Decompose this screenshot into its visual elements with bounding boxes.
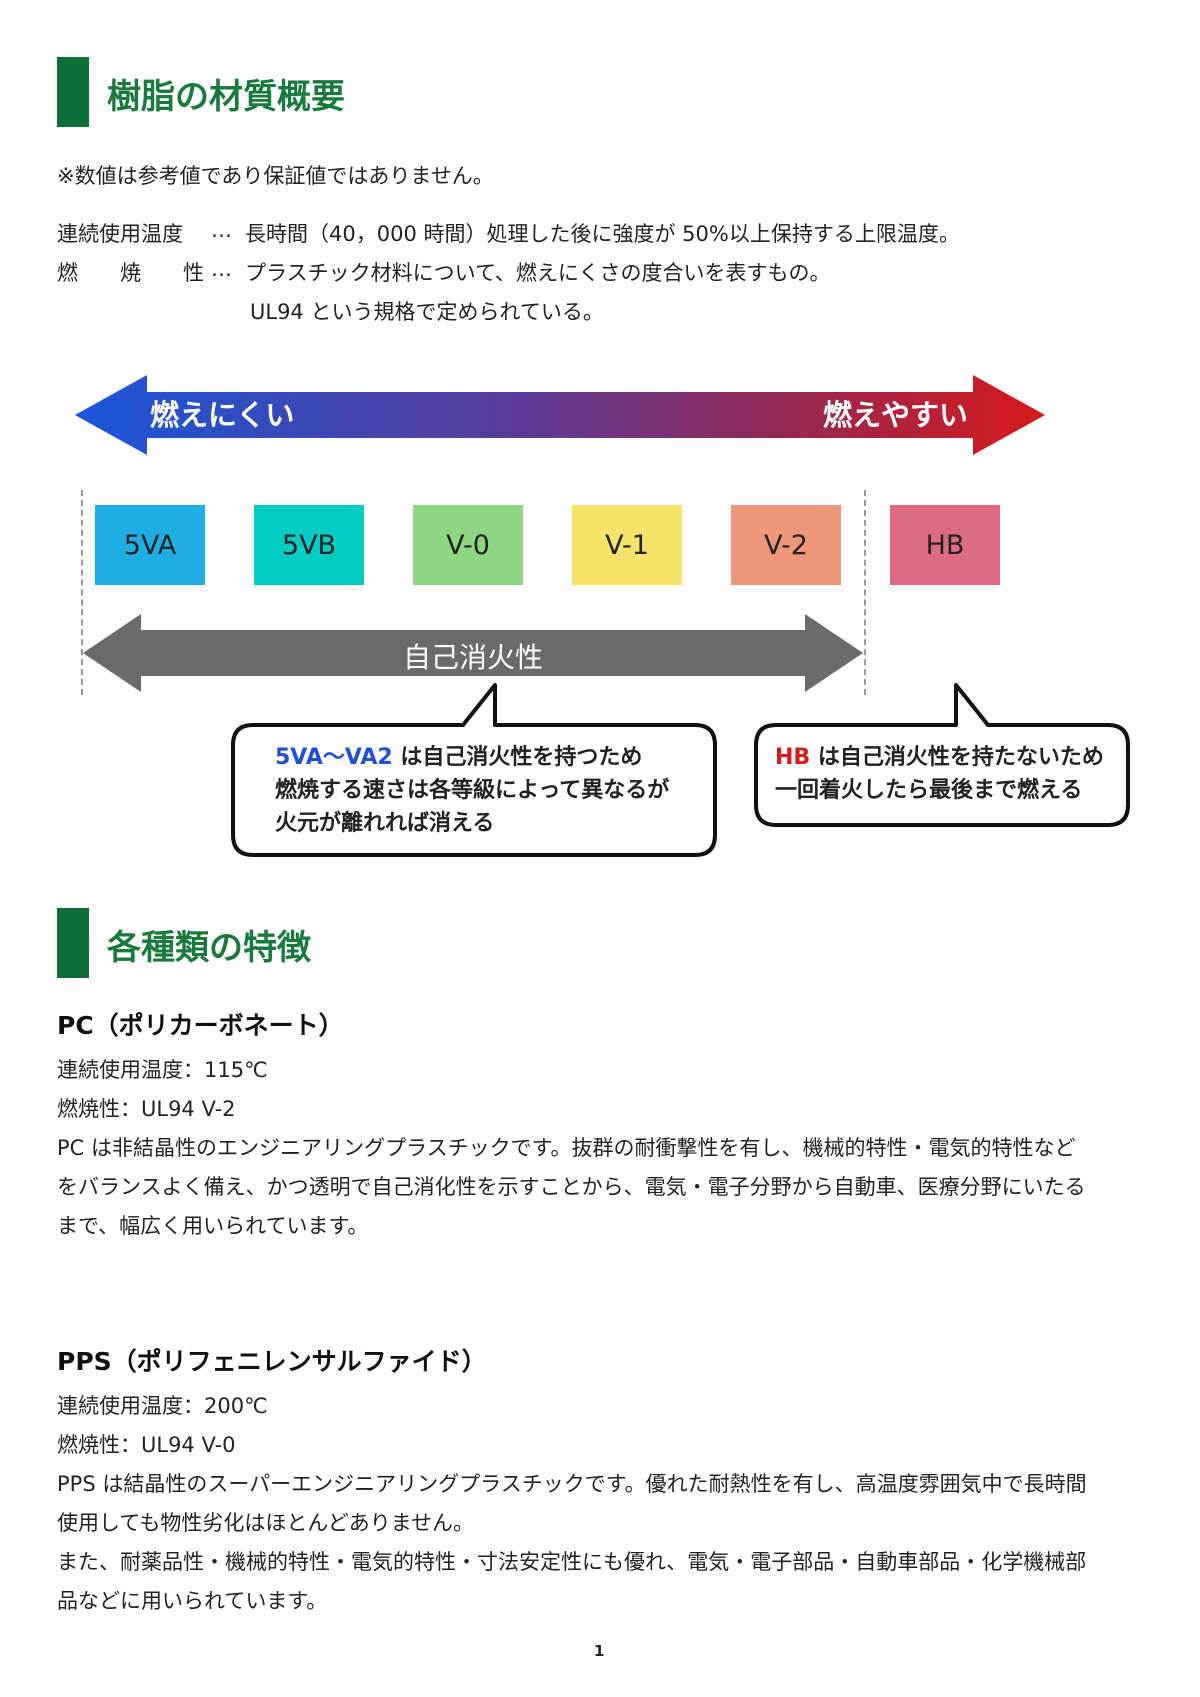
bubble-left-text: 5VA～VA2 は自己消火性を持つため 燃焼する速さは各等級によって異なるが 火…	[275, 741, 669, 840]
bubble-left-highlight: 5VA～VA2	[275, 745, 393, 770]
bubble-left-shape	[231, 683, 717, 857]
product-line: PC は非結晶性のエンジニアリングプラスチックです。抜群の耐衝撃性を有し、機械的…	[57, 1136, 1076, 1160]
grade-box-v0: V-0	[413, 505, 523, 585]
grade-box-v2: V-2	[731, 505, 841, 585]
product-name-pps: PPS（ポリフェニレンサルファイド）	[57, 1347, 487, 1376]
product-line: 連続使用温度：115℃	[57, 1058, 268, 1082]
arrow-label-easy-to-burn: 燃えやすい	[823, 398, 969, 432]
page-number: 1	[594, 1642, 605, 1660]
product-line: 品などに用いられています。	[57, 1589, 328, 1613]
grade-label: 5VB	[281, 529, 337, 561]
self-extinguish-range-arrow	[83, 614, 863, 692]
product-line: 燃焼性：UL94 V-2	[57, 1097, 236, 1121]
bubble-left-line-3: 火元が離れれば消える	[275, 811, 495, 836]
section-accent-bar	[57, 57, 89, 127]
bubble-right-line1-rest: は自己消火性を持たないため	[810, 745, 1104, 770]
definition-term: 燃 焼 性	[57, 261, 204, 285]
grade-box-v1: V-1	[572, 505, 682, 585]
product-line: 連続使用温度：200℃	[57, 1394, 268, 1418]
grade-label: HB	[925, 529, 965, 561]
bubble-right-line-1: HB は自己消火性を持たないため	[775, 741, 1104, 774]
definition-continuation: UL94 という規格で定められている。	[250, 300, 604, 324]
product-name-pc: PC（ポリカーボネート）	[57, 1011, 344, 1040]
product-line: 使用しても物性劣化はほとんどありません。	[57, 1511, 475, 1535]
product-line: また、耐薬品性・機械的特性・電気的特性・寸法安定性にも優れ、電気・電子部品・自動…	[57, 1550, 1087, 1574]
definition-separator: …	[211, 218, 232, 242]
definition-separator: …	[211, 257, 232, 281]
bubble-right-line-2: 一回着火したら最後まで燃える	[775, 778, 1083, 803]
disclaimer-note: ※数値は参考値であり保証値ではありません。	[57, 164, 494, 188]
dashed-divider-left	[81, 490, 83, 695]
bubble-left-line-1: 5VA～VA2 は自己消火性を持つため	[275, 741, 669, 774]
section-title: 樹脂の材質概要	[107, 77, 345, 117]
flammability-scale-arrow	[75, 375, 1045, 455]
arrow-label-hard-to-burn: 燃えにくい	[150, 398, 295, 432]
bubble-left-line-2: 燃焼する速さは各等級によって異なるが	[275, 778, 670, 803]
section-accent-bar	[57, 908, 89, 978]
product-line: まで、幅広く用いられています。	[57, 1214, 369, 1238]
product-line: をバランスよく備え、かつ透明で自己消化性を示すことから、電気・電子分野から自動車…	[57, 1175, 1086, 1199]
bubble-right-shape	[754, 683, 1130, 827]
bubble-right-text: HB は自己消火性を持たないため 一回着火したら最後まで燃える	[775, 741, 1104, 807]
grade-label: 5VA	[123, 529, 177, 561]
definition-desc: 長時間（40，000 時間）処理した後に強度が 50%以上保持する上限温度。	[245, 222, 960, 246]
definition-desc: プラスチック材料について、燃えにくさの度合いを表すもの。	[245, 261, 831, 285]
definition-term: 連続使用温度	[57, 222, 183, 246]
grade-label: V-1	[605, 529, 649, 561]
bubble-right-highlight: HB	[775, 745, 811, 770]
bubble-left-line1-rest: は自己消火性を持つため	[392, 745, 643, 770]
grade-box-hb: HB	[890, 505, 1000, 585]
product-line: PPS は結晶性のスーパーエンジニアリングプラスチックです。優れた耐熱性を有し、…	[57, 1472, 1087, 1496]
grade-label: V-0	[446, 529, 490, 561]
grade-box-5va: 5VA	[95, 505, 205, 585]
grade-box-5vb: 5VB	[254, 505, 364, 585]
self-extinguish-label: 自己消火性	[403, 641, 544, 674]
product-line: 燃焼性：UL94 V-0	[57, 1433, 236, 1457]
grade-label: V-2	[764, 529, 808, 561]
dashed-divider-right	[864, 490, 866, 695]
section-title: 各種類の特徴	[107, 928, 311, 968]
